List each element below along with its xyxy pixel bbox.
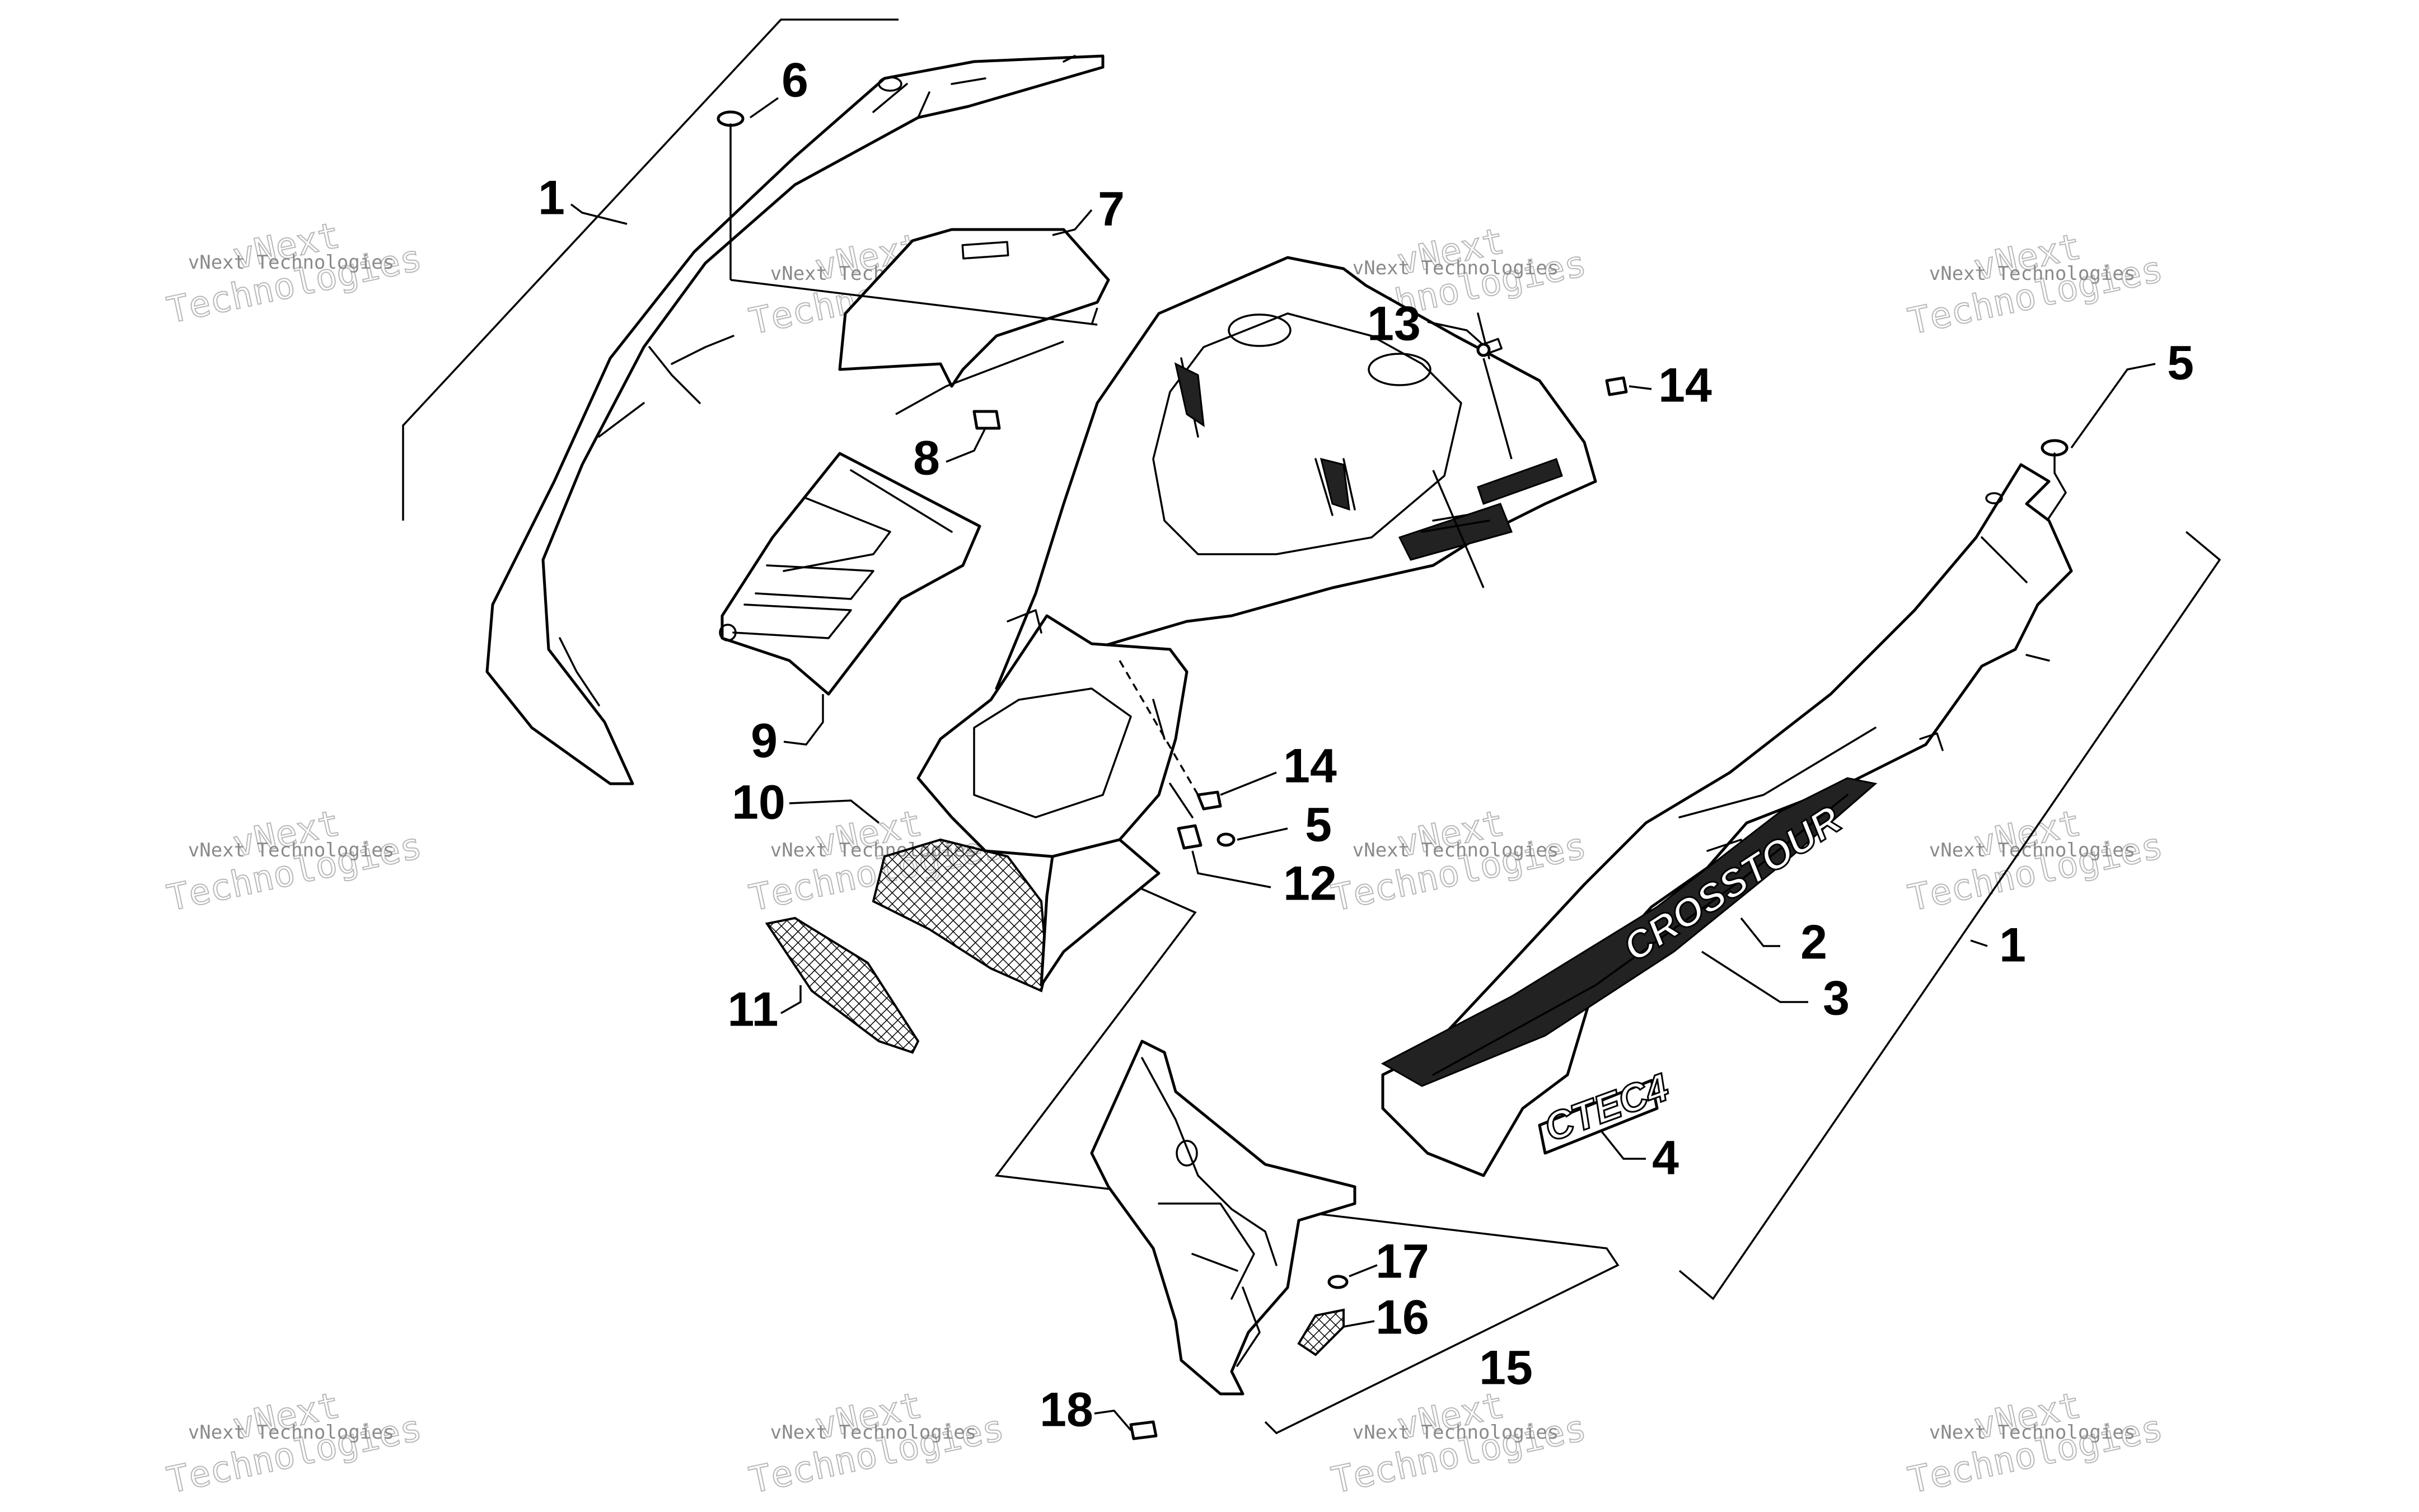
callouts: 1 6 7 8 9 10 11 13 14 14 5 12 5 2 3 1 bbox=[538, 54, 2194, 1437]
watermark: vNext Technologies vNext Technologies bbox=[1904, 1384, 2167, 1502]
rivet-13[interactable] bbox=[1476, 343, 1491, 357]
callout-12: 12 bbox=[1283, 857, 1337, 911]
clip-8[interactable] bbox=[972, 410, 1001, 430]
panel-7[interactable] bbox=[838, 228, 1110, 415]
svg-text:vNext Technologies: vNext Technologies bbox=[188, 251, 394, 274]
callout-18: 18 bbox=[1040, 1383, 1093, 1437]
watermark: vNext Technologies vNext Technologies bbox=[163, 214, 426, 333]
svg-text:vNext Technologies: vNext Technologies bbox=[1929, 839, 2135, 862]
vent-9[interactable] bbox=[719, 452, 981, 696]
front-cowl[interactable] bbox=[872, 256, 1597, 993]
callout-1-right: 1 bbox=[1999, 919, 2026, 972]
callout-5-mid: 5 bbox=[1305, 798, 1332, 852]
mesh-11[interactable] bbox=[765, 916, 920, 1054]
callout-6: 6 bbox=[782, 54, 808, 107]
screw-17[interactable] bbox=[1327, 1275, 1349, 1289]
leader-6b bbox=[730, 279, 1098, 326]
watermark: vNext Technologies vNext Technologies bbox=[1327, 1384, 1590, 1502]
callout-11: 11 bbox=[728, 983, 779, 1037]
screw-5-mid[interactable] bbox=[1216, 832, 1236, 847]
nut-14-mid[interactable] bbox=[1196, 790, 1222, 811]
callout-17: 17 bbox=[1375, 1235, 1429, 1289]
callout-8: 8 bbox=[913, 432, 940, 485]
watermark: vNext Technologies vNext Technologies bbox=[163, 802, 426, 920]
screw-6[interactable] bbox=[717, 110, 745, 148]
svg-text:vNext Technologies: vNext Technologies bbox=[1929, 1421, 2135, 1444]
watermark: vNext Technologies vNext Technologies bbox=[1327, 802, 1590, 920]
leader-5-right bbox=[2042, 472, 2067, 527]
grommet-12[interactable] bbox=[1177, 824, 1203, 850]
mesh-16[interactable] bbox=[1297, 1308, 1345, 1356]
callout-4: 4 bbox=[1652, 1131, 1679, 1185]
callout-1-left: 1 bbox=[538, 171, 565, 225]
callout-9: 9 bbox=[751, 714, 778, 768]
watermark: vNext Technologies vNext Technologies bbox=[163, 1384, 426, 1502]
callout-16: 16 bbox=[1375, 1291, 1429, 1345]
clip-18[interactable] bbox=[1129, 1420, 1158, 1440]
watermark: vNext Technologies vNext Technologies bbox=[1904, 802, 2167, 920]
callout-2: 2 bbox=[1800, 916, 1827, 970]
callout-14-top: 14 bbox=[1658, 359, 1712, 413]
svg-text:vNext Technologies: vNext Technologies bbox=[770, 1421, 976, 1444]
watermark: vNext Technologies vNext Technologies bbox=[1904, 226, 2167, 344]
hood-panel-left[interactable] bbox=[485, 54, 1105, 785]
svg-text:vNext Technologies: vNext Technologies bbox=[188, 839, 394, 862]
callout-10: 10 bbox=[732, 776, 785, 830]
svg-text:vNext Technologies: vNext Technologies bbox=[1929, 263, 2135, 285]
watermark: vNext Technologies vNext Technologies bbox=[745, 1384, 1008, 1502]
nut-14-top[interactable] bbox=[1605, 376, 1628, 396]
assembly-bracket-left bbox=[402, 18, 899, 521]
callout-14-mid: 14 bbox=[1283, 739, 1337, 793]
svg-text:vNext Technologies: vNext Technologies bbox=[1353, 1421, 1559, 1444]
assembly-bracket-right bbox=[1678, 531, 2221, 1300]
assembly-bracket-bottom bbox=[994, 869, 1620, 1435]
callout-15: 15 bbox=[1479, 1341, 1533, 1395]
callout-7: 7 bbox=[1098, 182, 1125, 236]
svg-text:vNext Technologies: vNext Technologies bbox=[1353, 257, 1559, 279]
callout-3: 3 bbox=[1823, 972, 1850, 1026]
svg-text:vNext Technologies: vNext Technologies bbox=[188, 1421, 394, 1444]
callout-13: 13 bbox=[1367, 297, 1421, 351]
callout-5-right: 5 bbox=[2167, 336, 2194, 390]
svg-text:vNext Technologies: vNext Technologies bbox=[1353, 839, 1559, 862]
lower-nose-15[interactable] bbox=[1090, 1040, 1356, 1396]
screw-5-right[interactable] bbox=[2041, 439, 2069, 474]
